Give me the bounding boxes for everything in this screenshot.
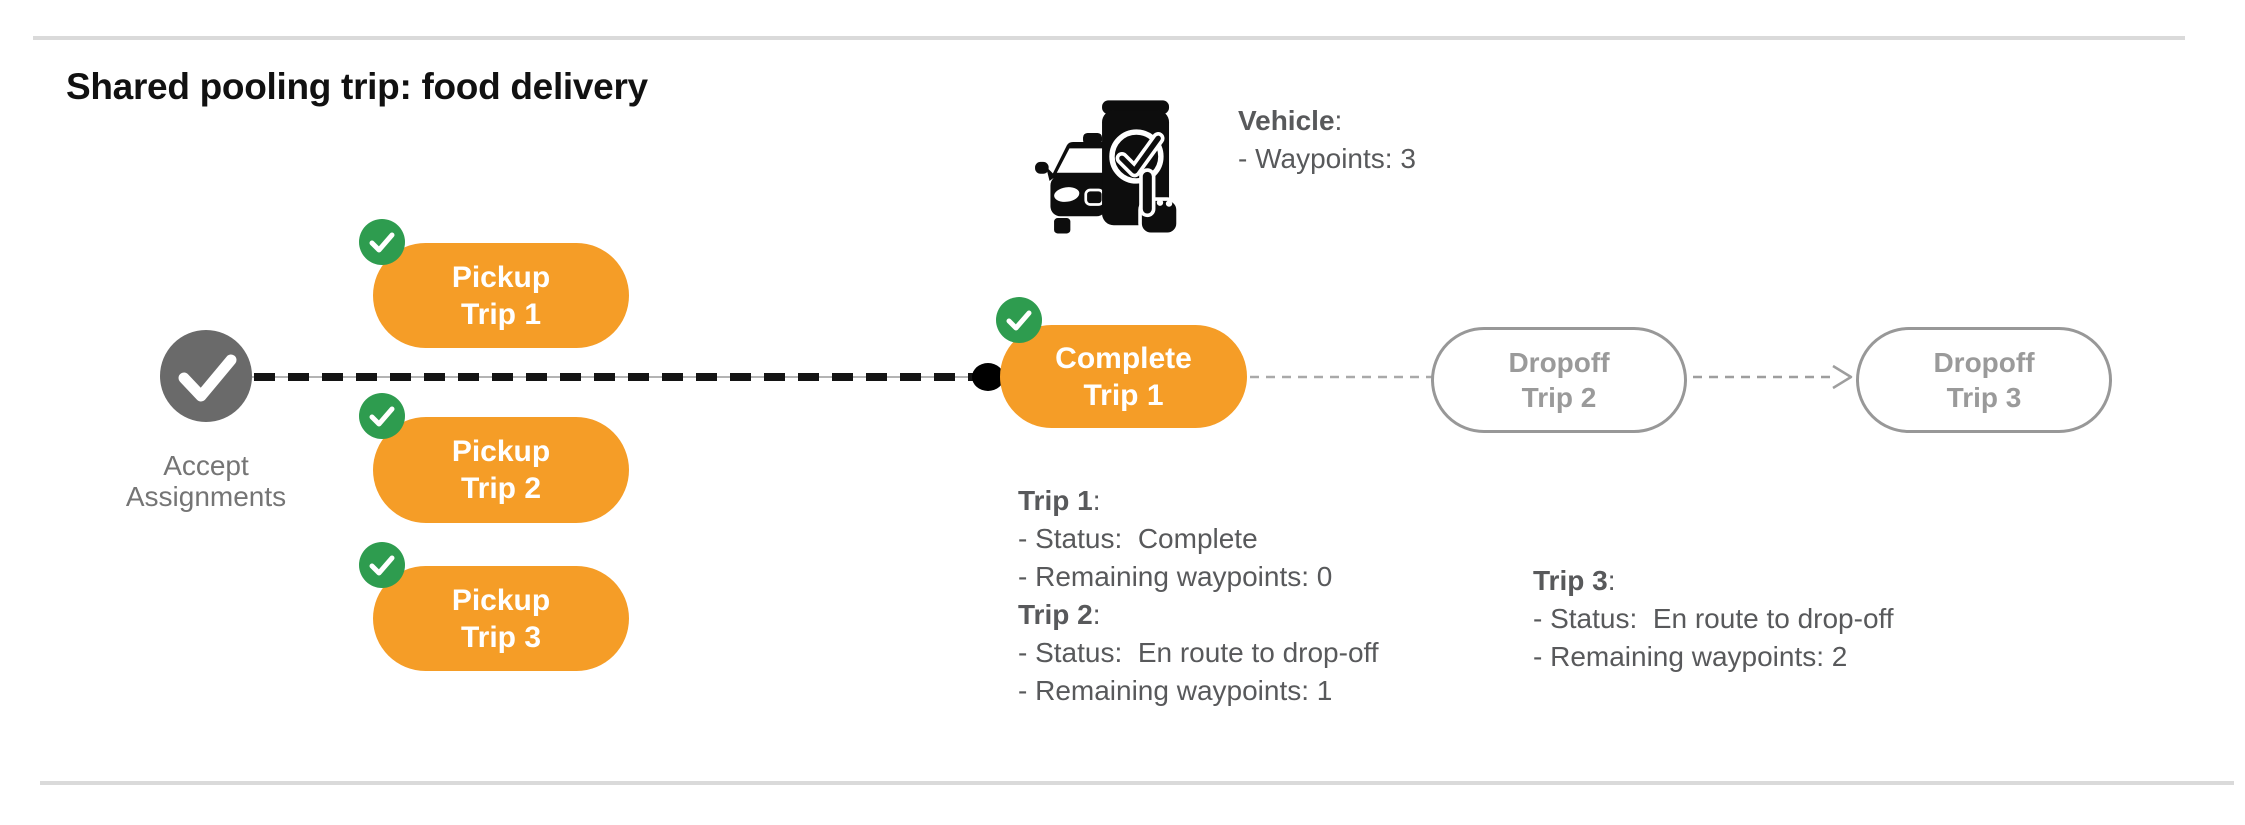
page-title: Shared pooling trip: food delivery xyxy=(66,66,648,107)
trip-1-waypoints: - Remaining waypoints: 0 xyxy=(1018,561,1333,592)
trip-2-status: - Status: En route to drop-off xyxy=(1018,637,1379,668)
vehicle-info: Vehicle: - Waypoints: 3 xyxy=(1238,102,1416,178)
trip-2-waypoints: - Remaining waypoints: 1 xyxy=(1018,675,1333,706)
accept-assignments-label: Accept Assignments xyxy=(125,450,287,512)
check-badge-icon xyxy=(359,393,405,439)
node-pickup-trip-2: Pickup Trip 2 xyxy=(359,393,629,523)
vehicle-phone-check-icon xyxy=(1026,82,1198,255)
top-divider xyxy=(33,36,2185,40)
check-badge-icon xyxy=(996,297,1042,343)
check-badge-icon xyxy=(359,219,405,265)
vehicle-waypoints: - Waypoints: 3 xyxy=(1238,143,1416,174)
trip-1-status: - Status: Complete xyxy=(1018,523,1258,554)
trip-details-block-2: Trip 3: - Status: En route to drop-off -… xyxy=(1533,562,1894,676)
trip-2-heading: Trip 2: xyxy=(1018,599,1101,630)
node-dropoff-trip-2: Dropoff Trip 2 xyxy=(1431,327,1687,433)
node-dropoff-trip-3: Dropoff Trip 3 xyxy=(1856,327,2112,433)
trip-details-block-1: Trip 1: - Status: Complete - Remaining w… xyxy=(1018,482,1379,710)
trip-3-waypoints: - Remaining waypoints: 2 xyxy=(1533,641,1848,672)
trip-3-heading: Trip 3: xyxy=(1533,565,1616,596)
accept-assignments-node xyxy=(160,330,252,422)
check-badge-icon xyxy=(359,542,405,588)
arrow-right-icon xyxy=(1832,364,1853,390)
vehicle-label: Vehicle: xyxy=(1238,105,1343,136)
bottom-divider xyxy=(40,781,2234,785)
node-pickup-trip-3: Pickup Trip 3 xyxy=(359,542,629,671)
node-complete-trip-1: Complete Trip 1 xyxy=(996,297,1247,428)
trip-3-status: - Status: En route to drop-off xyxy=(1533,603,1894,634)
node-pickup-trip-1: Pickup Trip 1 xyxy=(359,219,629,348)
trip-1-heading: Trip 1: xyxy=(1018,485,1101,516)
check-icon xyxy=(178,354,237,402)
